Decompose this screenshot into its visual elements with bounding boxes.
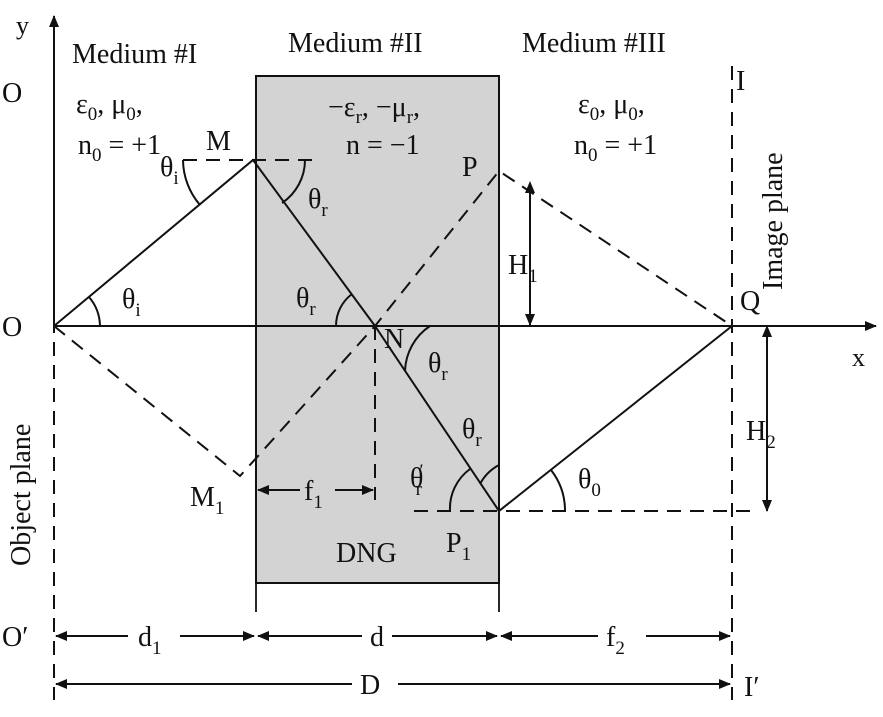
label-dng: DNG xyxy=(336,538,397,569)
label-d: d xyxy=(370,622,384,653)
label-object-plane: Object plane xyxy=(6,424,37,566)
y-axis-label: y xyxy=(16,11,29,40)
arc-theta-r-M xyxy=(281,159,306,204)
medium1-index: n0 = +1 xyxy=(78,130,161,166)
arc-theta-r-N-right xyxy=(404,325,431,372)
label-f1: f1 xyxy=(304,476,323,513)
label-I-top: I xyxy=(736,66,745,97)
label-N: N xyxy=(384,324,404,355)
label-I-prime: I′ xyxy=(744,672,759,703)
medium3-title: Medium #III xyxy=(522,28,666,59)
label-theta-r-P1-top: θr xyxy=(462,414,482,451)
arc-theta-r-N-left xyxy=(335,293,353,327)
arc-theta-i-origin xyxy=(88,296,101,327)
medium2-params: −εr, −μr, xyxy=(328,92,420,128)
label-H1: H1 xyxy=(508,250,538,287)
label-theta-zero: θ0 xyxy=(578,464,601,501)
label-theta-i-origin: θi xyxy=(122,284,141,321)
label-Q: Q xyxy=(740,286,760,317)
arc-theta-zero-P1 xyxy=(550,469,567,512)
medium1-params: ε0, μ0, xyxy=(76,89,143,125)
label-theta-r-M: θr xyxy=(308,184,328,221)
label-M: M xyxy=(206,126,231,157)
x-axis-label: x xyxy=(852,343,865,372)
arc-theta-i-M xyxy=(182,159,201,206)
medium2-title: Medium #II xyxy=(288,28,423,59)
label-O-prime: O′ xyxy=(2,622,28,653)
label-P1: P1 xyxy=(446,528,471,565)
label-theta-r-N-right: θr xyxy=(428,348,448,385)
label-theta-r-N-left: θr xyxy=(296,283,316,320)
label-image-plane: Image plane xyxy=(758,152,789,290)
label-P: P xyxy=(462,152,478,183)
medium2-index: n = −1 xyxy=(346,130,420,161)
label-D: D xyxy=(360,670,380,701)
label-O-top: O xyxy=(2,78,22,109)
label-f2: f2 xyxy=(606,622,625,659)
arc-theta-r-P1-top xyxy=(479,464,500,485)
arc-theta-r-prime-P1 xyxy=(448,468,471,512)
medium1-title: Medium #I xyxy=(72,39,197,70)
medium3-params: ε0, μ0, xyxy=(578,89,645,125)
label-theta-r-prime-P1: θ′r xyxy=(410,461,424,500)
label-theta-i-M: θi xyxy=(160,152,179,189)
medium3-index: n0 = +1 xyxy=(574,130,657,166)
label-H2: H2 xyxy=(746,416,776,453)
label-M1: M1 xyxy=(190,482,224,519)
label-d1: d1 xyxy=(138,622,162,659)
label-O-axis: O xyxy=(2,312,22,343)
